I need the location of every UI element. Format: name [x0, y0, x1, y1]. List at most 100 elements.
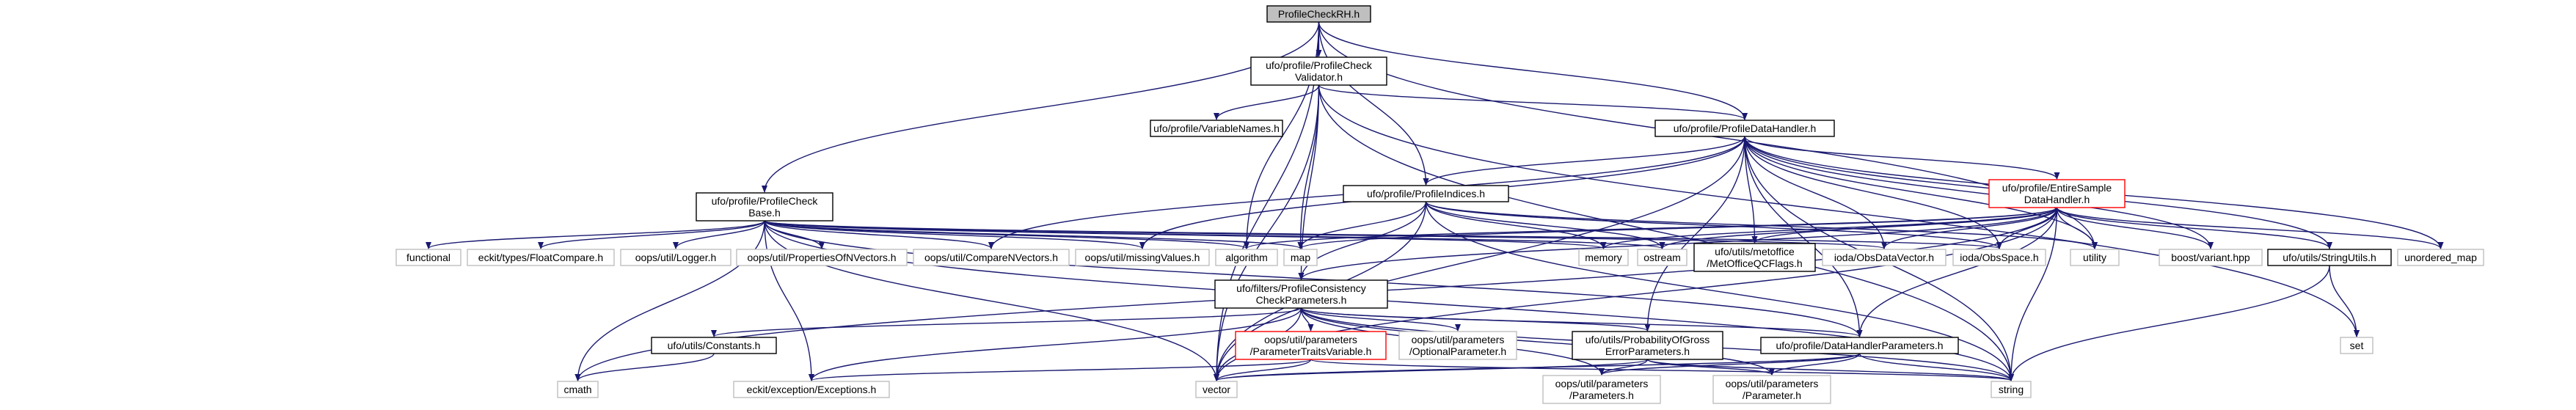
node-dhparams[interactable]: ufo/profile/DataHandlerParameters.h: [1760, 337, 1959, 354]
node-label-validator: ufo/profile/ProfileCheck: [1266, 59, 1373, 71]
node-box-probgross: [1572, 331, 1723, 360]
node-comparenvec: oops/util/CompareNVectors.h: [913, 249, 1070, 266]
edge-indices-to-obsspace: [1425, 201, 2002, 249]
edge-dhparams-to-parameter: [1769, 353, 1861, 376]
node-algorithm: algorithm: [1215, 249, 1278, 266]
node-constants[interactable]: ufo/utils/Constants.h: [651, 337, 777, 354]
node-box-propsofnvec: [736, 249, 908, 266]
edge-probgross-to-parameter: [1646, 359, 1775, 376]
edge-entiresample-to-dhparams: [1856, 207, 2058, 337]
node-label-stringutils: ufo/utils/StringUtils.h: [2283, 252, 2376, 263]
edge-indices-to-map: [1297, 201, 1427, 249]
node-label-boostvariant: boost/variant.hpp: [2171, 252, 2250, 263]
edge-paramtraits-to-string: [1310, 359, 2014, 381]
edge-root-to-checkbase: [762, 21, 1320, 193]
node-box-optparam: [1398, 331, 1517, 360]
edge-validator-to-varnames: [1214, 84, 1320, 120]
edge-checkbase-to-map: [764, 220, 1304, 249]
edge-entiresample-to-unorderedmap: [2056, 207, 2444, 249]
node-box-ostream: [1637, 249, 1687, 266]
edge-entiresample-to-boostvariant: [2056, 207, 2214, 249]
edge-validator-to-datahandler: [1318, 84, 1748, 120]
node-paramtraits[interactable]: oops/util/parameters/ParameterTraitsVari…: [1235, 331, 1387, 360]
node-label-probgross: ErrorParameters.h: [1605, 345, 1690, 357]
node-label-entiresample: ufo/profile/EntireSample: [2002, 182, 2112, 194]
edge-checkbase-to-vector: [764, 220, 1219, 381]
edge-checkbase-to-comparenvec: [764, 220, 994, 249]
node-varnames[interactable]: ufo/profile/VariableNames.h: [1150, 120, 1283, 137]
node-floatcompare: eckit/types/FloatCompare.h: [467, 249, 615, 266]
node-box-stringutils: [2267, 249, 2392, 266]
node-boostvariant: boost/variant.hpp: [2159, 249, 2263, 266]
node-label-logger: oops/util/Logger.h: [635, 252, 717, 263]
node-datahandler[interactable]: ufo/profile/ProfileDataHandler.h: [1654, 120, 1835, 137]
node-label-metoffice: /MetOfficeQCFlags.h: [1707, 257, 1802, 269]
node-label-cmath: cmath: [563, 384, 591, 395]
edge-datahandler-to-probgross: [1644, 136, 1745, 332]
node-box-dhparams: [1760, 337, 1959, 354]
edge-checkbase-to-floatcompare: [538, 220, 765, 249]
node-label-missingvalues: oops/util/missingValues.h: [1085, 252, 1200, 263]
edge-checkbase-to-logger: [673, 220, 765, 249]
node-box-metoffice: [1693, 243, 1816, 272]
edge-consistency-to-constants: [711, 307, 1302, 337]
node-memory: memory: [1578, 249, 1629, 266]
edge-datahandler-to-indices: [1423, 136, 1745, 186]
node-root[interactable]: ProfileCheckRH.h: [1266, 5, 1371, 23]
header-nodes: ProfileCheckRH.h ufo/profile/ProfileCheck…: [395, 5, 2484, 404]
node-label-metoffice: ufo/utils/metoffice: [1715, 246, 1795, 257]
edge-stringutils-to-set: [2329, 265, 2360, 337]
edge-consistency-to-exceptions: [809, 307, 1302, 381]
node-label-parameters: oops/util/parameters: [1555, 378, 1649, 389]
node-label-functional: functional: [406, 252, 450, 263]
node-label-indices: ufo/profile/ProfileIndices.h: [1367, 188, 1485, 199]
node-box-missingvalues: [1075, 249, 1210, 266]
edge-entiresample-to-utility: [2056, 207, 2098, 249]
edge-entiresample-to-string: [2008, 207, 2058, 381]
node-parameters: oops/util/parameters/Parameters.h: [1542, 375, 1661, 404]
node-map: map: [1283, 249, 1318, 266]
node-probgross[interactable]: ufo/utils/ProbabilityOfGrossErrorParamet…: [1572, 331, 1723, 360]
node-box-string: [1991, 381, 2032, 398]
edge-indices-to-ostream: [1425, 201, 1665, 249]
node-label-obsdatavector: ioda/ObsDataVector.h: [1834, 252, 1934, 263]
node-consistency[interactable]: ufo/filters/ProfileConsistencyCheckParam…: [1214, 279, 1388, 309]
node-label-utility: utility: [2083, 252, 2106, 263]
node-functional: functional: [395, 249, 461, 266]
node-label-set: set: [2350, 340, 2364, 351]
node-indices[interactable]: ufo/profile/ProfileIndices.h: [1343, 185, 1509, 202]
node-propsofnvec: oops/util/PropertiesOfNVectors.h: [736, 249, 908, 266]
edge-root-to-datahandler: [1318, 21, 1748, 120]
node-stringutils[interactable]: ufo/utils/StringUtils.h: [2267, 249, 2392, 266]
edge-datahandler-to-entiresample: [1744, 136, 2060, 180]
node-box-floatcompare: [467, 249, 615, 266]
node-box-datahandler: [1654, 120, 1835, 137]
edge-entiresample-to-memory: [1600, 207, 2058, 249]
node-label-parameter: /Parameter.h: [1743, 389, 1801, 401]
node-parameter: oops/util/parameters/Parameter.h: [1712, 375, 1831, 404]
edge-validator-to-string: [1318, 84, 2014, 381]
node-box-memory: [1578, 249, 1629, 266]
edge-root-to-vector: [1214, 21, 1320, 381]
edge-entiresample-to-consistency: [1298, 207, 2058, 280]
node-label-optparam: oops/util/parameters: [1412, 334, 1505, 345]
node-logger: oops/util/Logger.h: [620, 249, 731, 266]
node-box-obsdatavector: [1822, 249, 1946, 266]
node-label-parameter: oops/util/parameters: [1726, 378, 1819, 389]
node-box-indices: [1343, 185, 1509, 202]
edge-root-to-indices: [1318, 21, 1429, 186]
edge-datahandler-to-obsspace: [1744, 136, 2002, 249]
node-box-paramtraits: [1235, 331, 1387, 360]
edge-entiresample-to-stringutils: [2056, 207, 2332, 249]
node-ostream: ostream: [1637, 249, 1687, 266]
node-box-exceptions: [733, 381, 890, 398]
node-label-checkbase: ufo/profile/ProfileCheck: [712, 195, 819, 207]
node-label-paramtraits: oops/util/parameters: [1264, 334, 1357, 345]
node-label-ostream: ostream: [1643, 252, 1681, 263]
node-label-string: string: [1999, 384, 2024, 395]
node-metoffice[interactable]: ufo/utils/metoffice/MetOfficeQCFlags.h: [1693, 243, 1816, 272]
